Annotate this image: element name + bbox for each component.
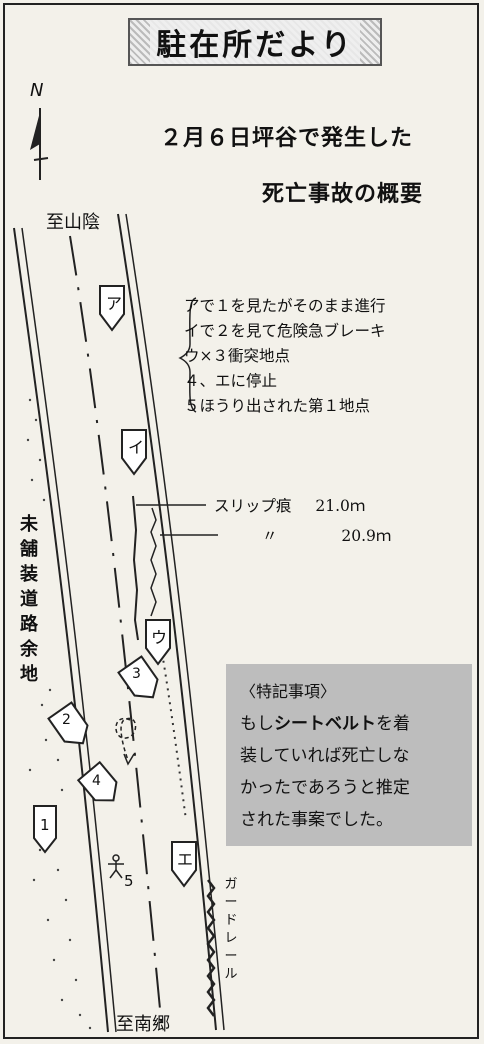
guardrail	[206, 879, 216, 1017]
direction-top: 至山陰	[46, 212, 100, 233]
marker-1	[33, 805, 57, 854]
legend-item: ウ×３衝突地点	[184, 347, 290, 365]
marker-2-label: 2	[62, 712, 71, 728]
skid-1-length: 21.0ｍ	[315, 497, 366, 515]
marker-4-label: 4	[92, 773, 101, 789]
marker-e-label: エ	[177, 850, 194, 869]
note-line: された事案でした。	[240, 810, 393, 830]
centre-line	[69, 235, 163, 1031]
direction-bottom: 至南郷	[116, 1014, 170, 1035]
skid-label-1: スリップ痕 21.0ｍ	[214, 494, 365, 516]
title-banner: 駐在所だより	[128, 18, 382, 66]
north-arrow-icon	[30, 108, 49, 180]
marker-a	[99, 285, 125, 332]
person-icon	[108, 854, 124, 879]
marker-i	[121, 429, 147, 476]
special-note-box: 〈特記事項〉 もしシートベルトを着 装していれば死亡しな かったであろうと推定 …	[226, 664, 472, 846]
legend-item: アで１を見たがそのまま進行	[184, 297, 386, 315]
skid-label-2: 〃 20.9ｍ	[262, 524, 391, 546]
road-left-edge	[13, 227, 109, 1033]
frame	[3, 3, 479, 1039]
note-text: を着	[376, 714, 410, 734]
note-line: かったであろうと推定	[240, 778, 410, 798]
marker-5-label: 5	[124, 872, 134, 890]
road-right-inner	[125, 213, 225, 1031]
marker-3	[117, 655, 159, 699]
roadside-label: 未舗装道路余地	[20, 514, 38, 685]
road-left-inner	[21, 227, 117, 1033]
edge-dotted-line	[159, 639, 187, 821]
marker-a-label: ア	[106, 294, 123, 313]
marker-u-label: ウ	[151, 628, 168, 647]
headline-line1: ２月６日坪谷で発生した	[160, 126, 414, 151]
marker-u	[145, 619, 171, 666]
marker-i-label: イ	[128, 438, 145, 457]
legend-item: ４、エに停止	[184, 372, 278, 390]
legend-item: イで２を見て危険急ブレーキ	[184, 322, 386, 340]
legend-item: ５ほうり出された第１地点	[184, 397, 371, 415]
note-line: 装していれば死亡しな	[240, 746, 410, 766]
legend: アで１を見たがそのまま進行 イで２を見て危険急ブレーキ ウ×３衝突地点 ４、エに…	[184, 294, 386, 419]
skid-2-length: 20.9ｍ	[341, 527, 392, 545]
note-emphasis: シートベルト	[274, 714, 376, 734]
skid-1-name: スリップ痕	[214, 497, 292, 515]
skid-2-name: 〃	[262, 527, 278, 545]
marker-2	[47, 701, 89, 745]
skid-mark-2	[150, 507, 157, 617]
skid-mark-1	[132, 495, 139, 641]
north-label: N	[30, 80, 44, 101]
unpaved-shoulder	[26, 398, 92, 1030]
marker-1-label: 1	[40, 816, 50, 834]
page-title: 駐在所だより	[150, 20, 360, 64]
note-body: もしシートベルトを着 装していれば死亡しな かったであろうと推定 された事案でし…	[240, 708, 460, 836]
guardrail-label: ガードレール	[224, 877, 238, 982]
marker-e	[171, 841, 197, 888]
note-header: 〈特記事項〉	[240, 682, 337, 701]
marker-3-label: 3	[132, 666, 141, 682]
road-right-edge	[117, 213, 217, 1031]
note-text: もし	[240, 714, 274, 734]
headline-line2: 死亡事故の概要	[262, 182, 424, 207]
marker-4	[76, 760, 118, 802]
trajectory-path	[115, 717, 137, 761]
